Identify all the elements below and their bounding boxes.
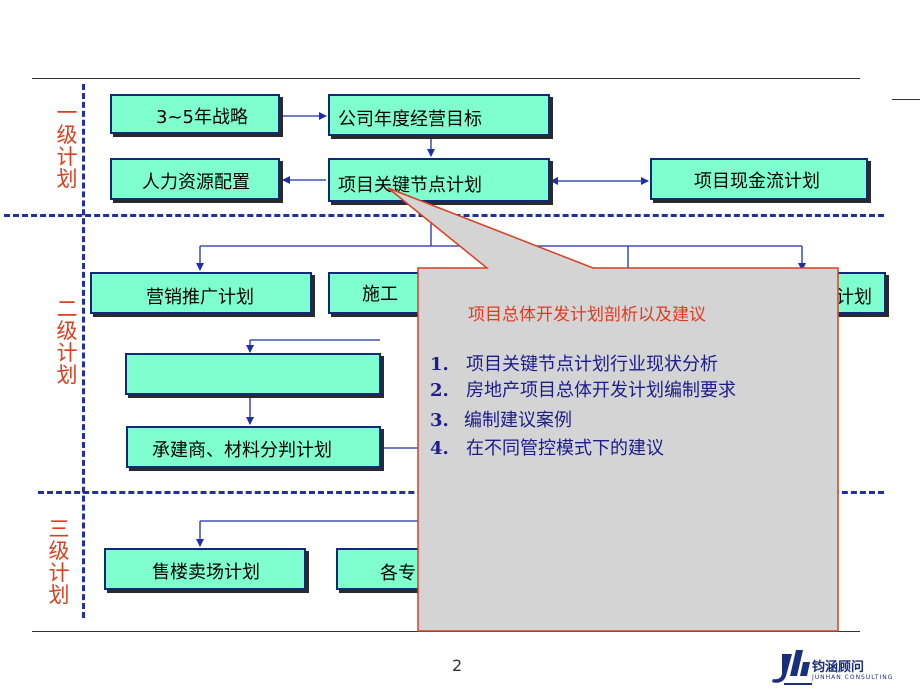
callout-item-num: 2.	[430, 380, 449, 401]
level2-char: 计	[56, 341, 78, 365]
sales-venue-plan-label: 售楼卖场计划	[152, 562, 260, 583]
level2-char: 划	[56, 363, 78, 387]
cash-flow-plan-box: 项目现金流计划	[650, 158, 868, 200]
level2-char: 二	[56, 297, 78, 321]
level3-char: 三	[48, 517, 70, 541]
level3-label: 三 级 计 划	[46, 518, 72, 606]
callout-item-num: 3.	[430, 410, 449, 431]
level1-char: 一	[56, 101, 78, 125]
logo-name: 钧涵顾问	[812, 660, 865, 675]
callout-item-text: 编制建议案例	[464, 410, 572, 431]
right-plan-label: 计划	[836, 287, 872, 308]
level3-char: 计	[48, 561, 70, 585]
specialty-plan-label: 各专	[380, 563, 416, 584]
right-edge-rule	[892, 99, 920, 100]
callout-item: 4. 在不同管控模式下的建议	[430, 434, 736, 462]
hr-allocation-label: 人力资源配置	[142, 172, 250, 193]
top-rule	[32, 78, 860, 79]
construction-plan-label: 施工	[362, 284, 398, 305]
callout-item: 3. 编制建议案例	[430, 406, 736, 434]
level3-char: 级	[48, 539, 70, 563]
blank-plan-box	[125, 353, 381, 395]
strategy-box: 3~5年战略	[110, 94, 280, 134]
callout-item: 1. 项目关键节点计划行业现状分析	[430, 350, 736, 376]
contractor-plan-box: 承建商、材料分判计划	[126, 426, 381, 468]
annual-target-label: 公司年度经营目标	[338, 109, 482, 130]
hr-allocation-box: 人力资源配置	[110, 158, 280, 200]
level1-label: 一 级 计 划	[54, 102, 80, 190]
annual-target-box: 公司年度经营目标	[328, 94, 550, 136]
callout-item-text: 在不同管控模式下的建议	[466, 438, 664, 459]
callout-item-text: 项目关键节点计划行业现状分析	[466, 354, 718, 375]
cash-flow-plan-label: 项目现金流计划	[694, 171, 820, 192]
marketing-plan-label: 营销推广计划	[146, 287, 254, 308]
level1-char: 计	[56, 145, 78, 169]
key-node-plan-box: 项目关键节点计划	[328, 158, 550, 202]
page-number: 2	[452, 656, 463, 675]
callout-item: 2. 房地产项目总体开发计划编制要求	[430, 376, 736, 406]
level3-char: 划	[48, 583, 70, 607]
level1-char: 划	[56, 167, 78, 191]
level-separator-vertical	[82, 84, 85, 618]
key-node-plan-label: 项目关键节点计划	[338, 175, 482, 196]
strategy-label: 3~5年战略	[156, 107, 248, 128]
callout-list: 1. 项目关键节点计划行业现状分析 2. 房地产项目总体开发计划编制要求 3. 编制建…	[430, 350, 736, 462]
marketing-plan-box: 营销推广计划	[90, 272, 312, 314]
level2-label: 二 级 计 划	[54, 298, 80, 386]
contractor-plan-label: 承建商、材料分判计划	[152, 440, 332, 461]
logo-subtitle: JUNHAN CONSULTING	[812, 674, 894, 681]
callout-item-num: 1.	[430, 354, 449, 375]
sales-venue-plan-box: 售楼卖场计划	[104, 548, 306, 590]
level1-char: 级	[56, 123, 78, 147]
level2-char: 级	[56, 319, 78, 343]
callout-item-num: 4.	[430, 438, 449, 459]
callout-item-text: 房地产项目总体开发计划编制要求	[466, 380, 736, 401]
callout-title: 项目总体开发计划剖析以及建议	[468, 305, 706, 325]
